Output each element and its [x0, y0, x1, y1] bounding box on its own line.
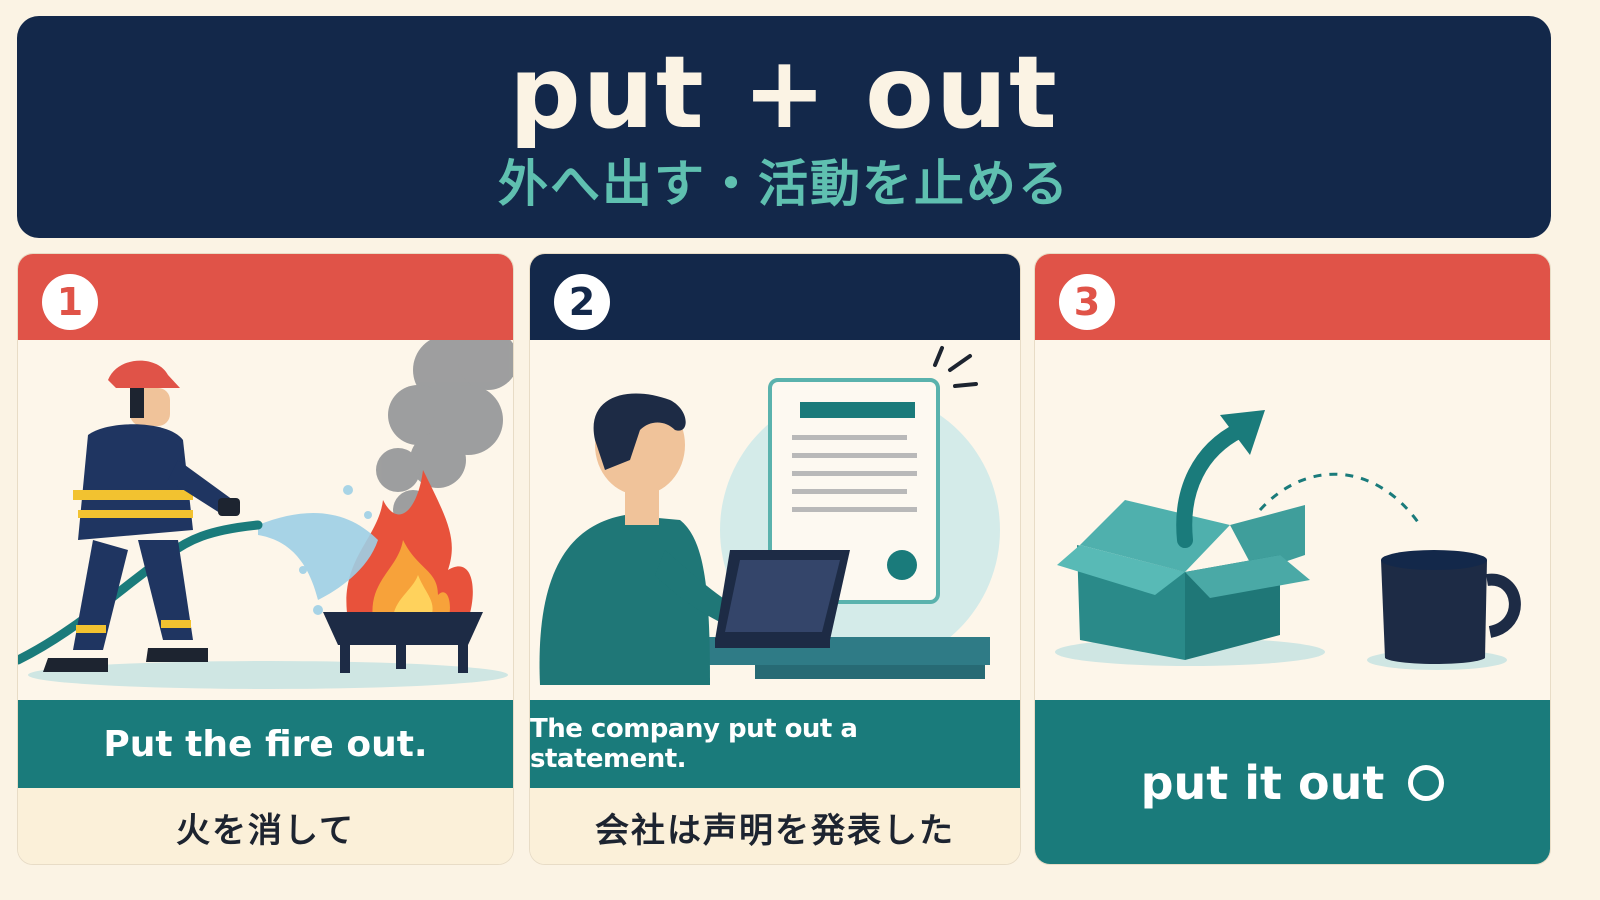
panel-1-header [18, 254, 513, 340]
panel-2-header [530, 254, 1020, 340]
panel-2-caption-en-text: The company put out a statement. [530, 714, 858, 774]
water-spray-icon [258, 485, 378, 615]
panel-1-caption-en-text: Put the fire out. [103, 723, 428, 765]
panel-3-number-badge: 3 [1059, 274, 1115, 330]
panel-3: 3 [1034, 253, 1551, 865]
panel-1-caption-jp-text: 火を消して [176, 810, 355, 851]
firefighter-illustration [18, 340, 513, 700]
smoke-icon [376, 340, 513, 530]
arrow-up-icon [1176, 410, 1265, 548]
emphasis-lines-icon [933, 346, 978, 388]
panel-2-number-badge: 2 [554, 274, 610, 330]
fire-icon [346, 470, 473, 620]
panel-3-header [1035, 254, 1550, 340]
hose-icon [18, 520, 263, 665]
panel-3-caption-text: put it out [1140, 756, 1385, 810]
dashed-trajectory [1258, 472, 1422, 526]
page-subtitle: 外へ出す・活動を止める [498, 155, 1070, 213]
panel-1-number-badge: 1 [42, 274, 98, 330]
panel-2-caption-en: The company put out a statement. [530, 700, 1020, 788]
panel-1: 1 [17, 253, 514, 865]
page-title: put + out [509, 34, 1059, 151]
firefighter-icon [43, 360, 240, 672]
mug-icon [1381, 550, 1521, 664]
panel-1-caption-en: Put the fire out. [18, 700, 513, 788]
panel-2-caption-jp-text: 会社は声明を発表した [595, 810, 955, 851]
correct-circle-icon [1408, 765, 1445, 801]
panel-3-caption: put it out [1035, 700, 1550, 864]
title-banner: put + out 外へ出す・活動を止める [17, 16, 1551, 238]
office-worker-illustration [530, 340, 1020, 700]
panel-2-caption-jp: 会社は声明を発表した [530, 788, 1020, 864]
fire-pit-icon [323, 612, 483, 673]
box-icon [1057, 500, 1310, 660]
document-icon [768, 378, 940, 604]
ground-shadow [28, 661, 508, 689]
panel-1-caption-jp: 火を消して [18, 788, 513, 864]
panel-2: 2 [529, 253, 1021, 865]
laptop-icon [715, 550, 850, 648]
box-and-mug-illustration [1035, 340, 1550, 700]
